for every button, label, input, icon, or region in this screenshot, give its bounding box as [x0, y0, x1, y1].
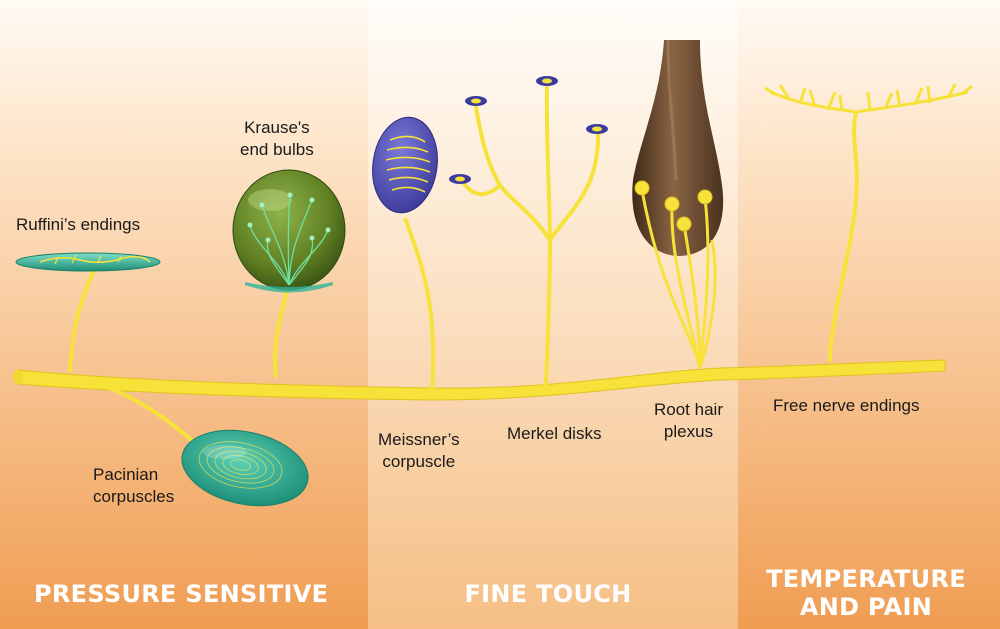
category-fine-touch: FINE TOUCH: [445, 580, 651, 608]
meissner-corpuscle-illustration: [372, 116, 438, 393]
ruffini-endings-label: Ruffini’s endings: [16, 214, 140, 236]
merkel-disks-illustration: [460, 81, 601, 389]
category-pressure-text: PRESSURE SENSITIVE: [34, 580, 329, 608]
krause-label-line-2: end bulbs: [240, 140, 314, 159]
root-hair-plexus-label: Root hair plexus: [654, 399, 723, 443]
pacinian-label-line-2: corpuscles: [93, 487, 175, 506]
panel-pressure-background: [0, 0, 368, 629]
free-nerve-endings-label: Free nerve endings: [773, 395, 919, 417]
free-nerve-label-line: Free nerve endings: [773, 396, 920, 415]
pacinian-corpuscles-label: Pacinian corpuscles: [93, 464, 174, 508]
ruffini-endings-label-line: Ruffini’s endings: [16, 215, 141, 234]
meissner-label-line-2: corpuscle: [382, 452, 456, 471]
root-hair-plexus-illustration: [632, 39, 724, 369]
category-fine-touch-text: FINE TOUCH: [464, 580, 632, 608]
pacinian-label-line-1: Pacinian: [93, 465, 159, 484]
main-nerve-fiber: [17, 359, 946, 401]
meissner-corpuscle-label: Meissner’s corpuscle: [378, 429, 460, 473]
ruffini-endings-illustration: [15, 252, 161, 373]
root-hair-label-line-1: Root hair: [654, 400, 723, 419]
root-hair-label-line-2: plexus: [663, 422, 714, 441]
nerve-end-left: [13, 370, 23, 384]
merkel-disk-caps: [449, 76, 608, 184]
merkel-label-line: Merkel disks: [507, 424, 602, 443]
krause-end-bulb-illustration: [232, 169, 346, 379]
category-temperature-text-line-2: AND PAIN: [799, 593, 933, 621]
krause-label-line-1: Krause's: [244, 118, 310, 137]
category-temperature-and-pain: TEMPERATURE AND PAIN: [750, 565, 982, 621]
category-pressure-sensitive: PRESSURE SENSITIVE: [34, 580, 329, 608]
merkel-disks-label: Merkel disks: [507, 423, 601, 445]
meissner-label-line-1: Meissner’s: [378, 430, 460, 449]
pacinian-corpuscle-illustration: [104, 384, 309, 507]
krause-end-bulbs-label: Krause's end bulbs: [240, 117, 314, 161]
category-temperature-text-line-1: TEMPERATURE: [766, 565, 966, 593]
free-nerve-endings-illustration: [764, 83, 973, 363]
